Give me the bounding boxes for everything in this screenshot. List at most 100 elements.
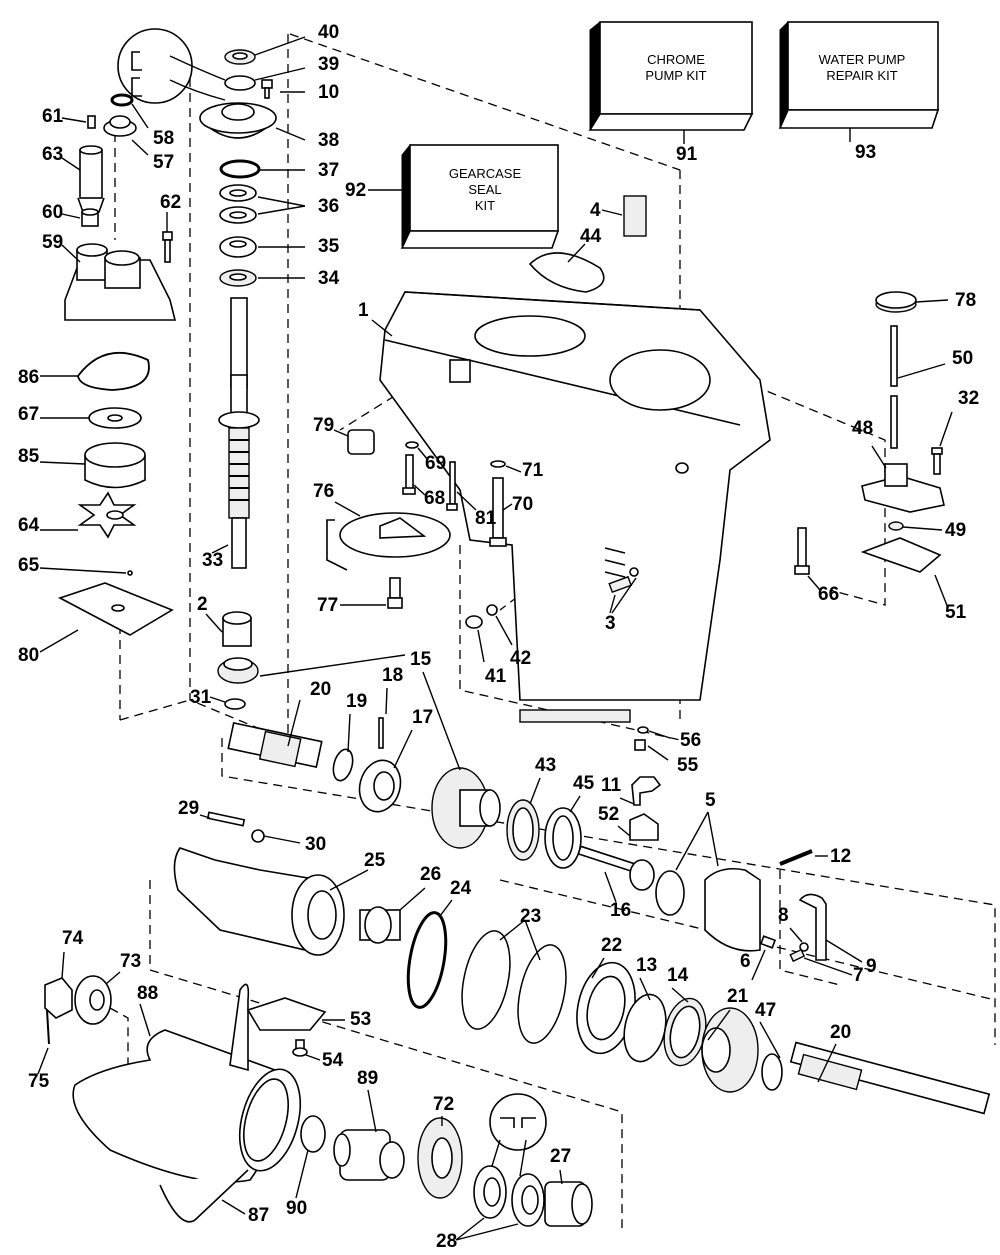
- part-callout-28[interactable]: 28: [436, 1231, 457, 1252]
- part-callout-90[interactable]: 90: [286, 1198, 307, 1219]
- part-callout-68[interactable]: 68: [424, 488, 445, 509]
- part-callout-72[interactable]: 72: [433, 1094, 454, 1115]
- part-callout-38[interactable]: 38: [318, 130, 339, 151]
- part-callout-32[interactable]: 32: [958, 388, 979, 409]
- part-callout-74[interactable]: 74: [62, 928, 84, 949]
- part-callout-22[interactable]: 22: [601, 935, 622, 956]
- part-callout-33[interactable]: 33: [202, 550, 223, 571]
- part-callout-80[interactable]: 80: [18, 645, 39, 666]
- bolt-66: [794, 527, 821, 591]
- part-callout-10[interactable]: 10: [318, 82, 339, 103]
- part-callout-52[interactable]: 52: [598, 804, 619, 825]
- part-callout-1[interactable]: 1: [358, 300, 369, 321]
- anode-79: [333, 429, 375, 455]
- part-callout-79[interactable]: 79: [313, 415, 334, 436]
- part-callout-76[interactable]: 76: [313, 481, 334, 502]
- part-callout-43[interactable]: 43: [535, 755, 556, 776]
- screw-3: [608, 567, 639, 614]
- ring-19: [332, 713, 354, 782]
- part-callout-14[interactable]: 14: [667, 965, 689, 986]
- part-callout-81[interactable]: 81: [475, 508, 497, 529]
- part-callout-70[interactable]: 70: [512, 494, 533, 515]
- part-callout-49[interactable]: 49: [945, 520, 966, 541]
- part-callout-26[interactable]: 26: [420, 864, 441, 885]
- part-callout-60[interactable]: 60: [42, 202, 63, 223]
- part-callout-13[interactable]: 13: [636, 955, 657, 976]
- part-callout-91[interactable]: 91: [676, 144, 698, 165]
- part-callout-66[interactable]: 66: [818, 584, 839, 605]
- part-callout-20[interactable]: 20: [830, 1022, 851, 1043]
- part-callout-63[interactable]: 63: [42, 144, 63, 165]
- part-callout-77[interactable]: 77: [317, 595, 338, 616]
- part-callout-30[interactable]: 30: [305, 834, 326, 855]
- part-callout-92[interactable]: 92: [345, 180, 366, 201]
- kit-box-water-pump-repair[interactable]: WATER PUMP REPAIR KIT: [778, 20, 940, 142]
- part-callout-37[interactable]: 37: [318, 160, 339, 181]
- part-callout-15[interactable]: 15: [410, 649, 432, 670]
- part-callout-44[interactable]: 44: [580, 226, 602, 247]
- part-callout-27[interactable]: 27: [550, 1146, 571, 1167]
- part-callout-3[interactable]: 3: [605, 613, 616, 634]
- part-callout-53[interactable]: 53: [350, 1009, 371, 1030]
- part-callout-24[interactable]: 24: [450, 878, 472, 899]
- part-callout-16[interactable]: 16: [610, 900, 631, 921]
- part-callout-25[interactable]: 25: [364, 850, 386, 871]
- part-callout-85[interactable]: 85: [18, 446, 40, 467]
- part-callout-9[interactable]: 9: [866, 956, 877, 977]
- part-callout-34[interactable]: 34: [318, 268, 340, 289]
- part-callout-65[interactable]: 65: [18, 555, 40, 576]
- part-callout-58[interactable]: 58: [153, 128, 174, 149]
- part-callout-39[interactable]: 39: [318, 54, 339, 75]
- part-callout-50[interactable]: 50: [952, 348, 973, 369]
- part-callout-17[interactable]: 17: [412, 707, 433, 728]
- part-callout-69[interactable]: 69: [425, 453, 446, 474]
- part-callout-23[interactable]: 23: [520, 906, 541, 927]
- part-callout-73[interactable]: 73: [120, 951, 141, 972]
- kit-box-chrome-pump[interactable]: CHROME PUMP KIT: [588, 20, 754, 144]
- part-callout-93[interactable]: 93: [855, 142, 876, 163]
- part-callout-75[interactable]: 75: [28, 1071, 50, 1092]
- bearing-35: [219, 236, 305, 258]
- part-callout-61[interactable]: 61: [42, 106, 64, 127]
- part-callout-47[interactable]: 47: [755, 1000, 776, 1021]
- part-callout-42[interactable]: 42: [510, 648, 531, 669]
- part-callout-64[interactable]: 64: [18, 515, 40, 536]
- part-callout-78[interactable]: 78: [955, 290, 976, 311]
- part-callout-41[interactable]: 41: [485, 666, 507, 687]
- part-callout-12[interactable]: 12: [830, 846, 851, 867]
- part-callout-55[interactable]: 55: [677, 755, 699, 776]
- part-callout-19[interactable]: 19: [346, 691, 367, 712]
- part-callout-51[interactable]: 51: [945, 602, 967, 623]
- part-callout-71[interactable]: 71: [522, 460, 544, 481]
- part-callout-56[interactable]: 56: [680, 730, 701, 751]
- part-callout-7[interactable]: 7: [853, 965, 864, 986]
- part-callout-40[interactable]: 40: [318, 22, 339, 43]
- part-callout-5[interactable]: 5: [705, 790, 716, 811]
- part-callout-21[interactable]: 21: [727, 986, 749, 1007]
- kit-box-gearcase-seal[interactable]: GEARCASE SEAL KIT: [368, 143, 560, 249]
- part-callout-31[interactable]: 31: [190, 687, 212, 708]
- part-callout-18[interactable]: 18: [382, 665, 403, 686]
- part-callout-11[interactable]: 11: [601, 775, 622, 796]
- part-callout-2[interactable]: 2: [197, 594, 208, 615]
- part-callout-54[interactable]: 54: [322, 1050, 344, 1071]
- part-callout-57[interactable]: 57: [153, 152, 174, 173]
- part-callout-6[interactable]: 6: [740, 951, 751, 972]
- part-callout-4[interactable]: 4: [590, 200, 601, 221]
- shift-rod-50: [890, 325, 946, 449]
- part-callout-59[interactable]: 59: [42, 232, 63, 253]
- part-callout-86[interactable]: 86: [18, 367, 39, 388]
- part-callout-29[interactable]: 29: [178, 798, 199, 819]
- part-callout-89[interactable]: 89: [357, 1068, 378, 1089]
- kit-label-line: PUMP KIT: [645, 68, 706, 83]
- part-callout-67[interactable]: 67: [18, 404, 39, 425]
- part-callout-45[interactable]: 45: [573, 773, 595, 794]
- part-callout-36[interactable]: 36: [318, 196, 339, 217]
- part-callout-48[interactable]: 48: [852, 418, 873, 439]
- part-callout-62[interactable]: 62: [160, 192, 181, 213]
- part-callout-35[interactable]: 35: [318, 236, 340, 257]
- part-callout-88[interactable]: 88: [137, 983, 158, 1004]
- part-callout-87[interactable]: 87: [248, 1205, 269, 1226]
- part-callout-20[interactable]: 20: [310, 679, 331, 700]
- part-callout-8[interactable]: 8: [778, 905, 789, 926]
